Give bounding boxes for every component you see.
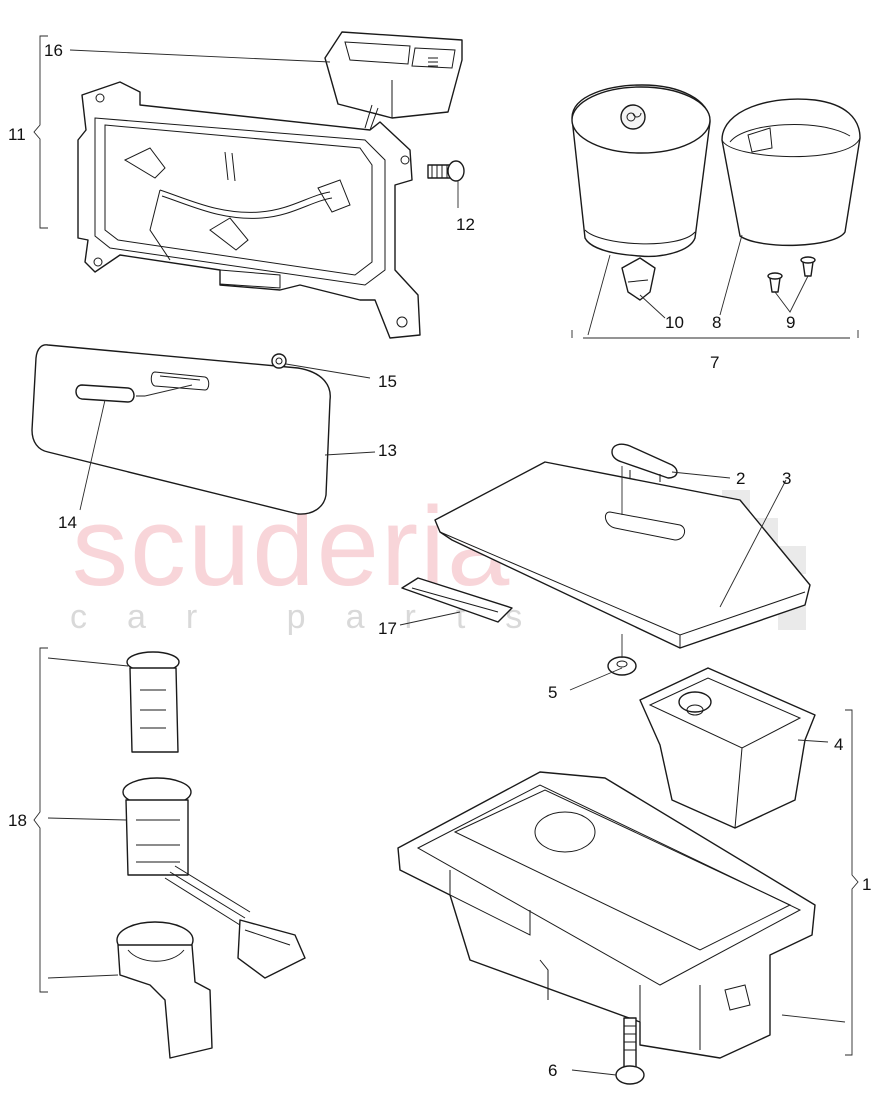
callout-14: 14 (58, 513, 77, 532)
callout-4: 4 (834, 735, 843, 754)
callout-1: 1 (862, 875, 871, 894)
part-10-clip (621, 257, 656, 301)
part-2-handle (611, 443, 678, 482)
callout-11: 11 (8, 125, 26, 144)
callout-labels: 16 11 12 10 8 9 7 15 13 2 3 14 17 5 4 18… (8, 41, 871, 1080)
part-8-cup-insert (721, 98, 861, 247)
callout-7: 7 (710, 353, 719, 372)
callout-8: 8 (712, 313, 721, 332)
part-7-cup-holder-set (571, 84, 711, 258)
callout-5: 5 (548, 683, 557, 702)
callout-18: 18 (8, 811, 27, 830)
part-15-washer (271, 353, 287, 369)
callout-9: 9 (786, 313, 795, 332)
bracket-18 (33, 647, 48, 993)
part-12-screw (427, 160, 465, 182)
part-6-bolt (615, 1017, 645, 1085)
part-18-lighter-assembly (116, 651, 306, 1059)
group-brackets (33, 35, 859, 1056)
callout-17: 17 (378, 619, 397, 638)
callout-12: 12 (456, 215, 475, 234)
callout-16: 16 (44, 41, 63, 60)
part-9-screws (767, 256, 816, 293)
callout-6: 6 (548, 1061, 557, 1080)
bracket-7 (571, 330, 859, 338)
callout-2: 2 (736, 469, 745, 488)
part-16-bin-insert (324, 31, 463, 119)
leader-lines (47, 49, 850, 1076)
bracket-11 (33, 35, 48, 229)
part-3-lid (434, 461, 811, 649)
callout-15: 15 (378, 372, 397, 391)
callout-10: 10 (665, 313, 684, 332)
bracket-1 (845, 709, 859, 1056)
part-4-storage-tray (639, 667, 816, 829)
part-1-console-base (397, 771, 816, 1059)
part-17-label-plate (401, 577, 513, 623)
callout-3: 3 (782, 469, 791, 488)
part-14-handle (75, 384, 145, 403)
callout-13: 13 (378, 441, 397, 460)
part-11-frame (77, 81, 421, 339)
